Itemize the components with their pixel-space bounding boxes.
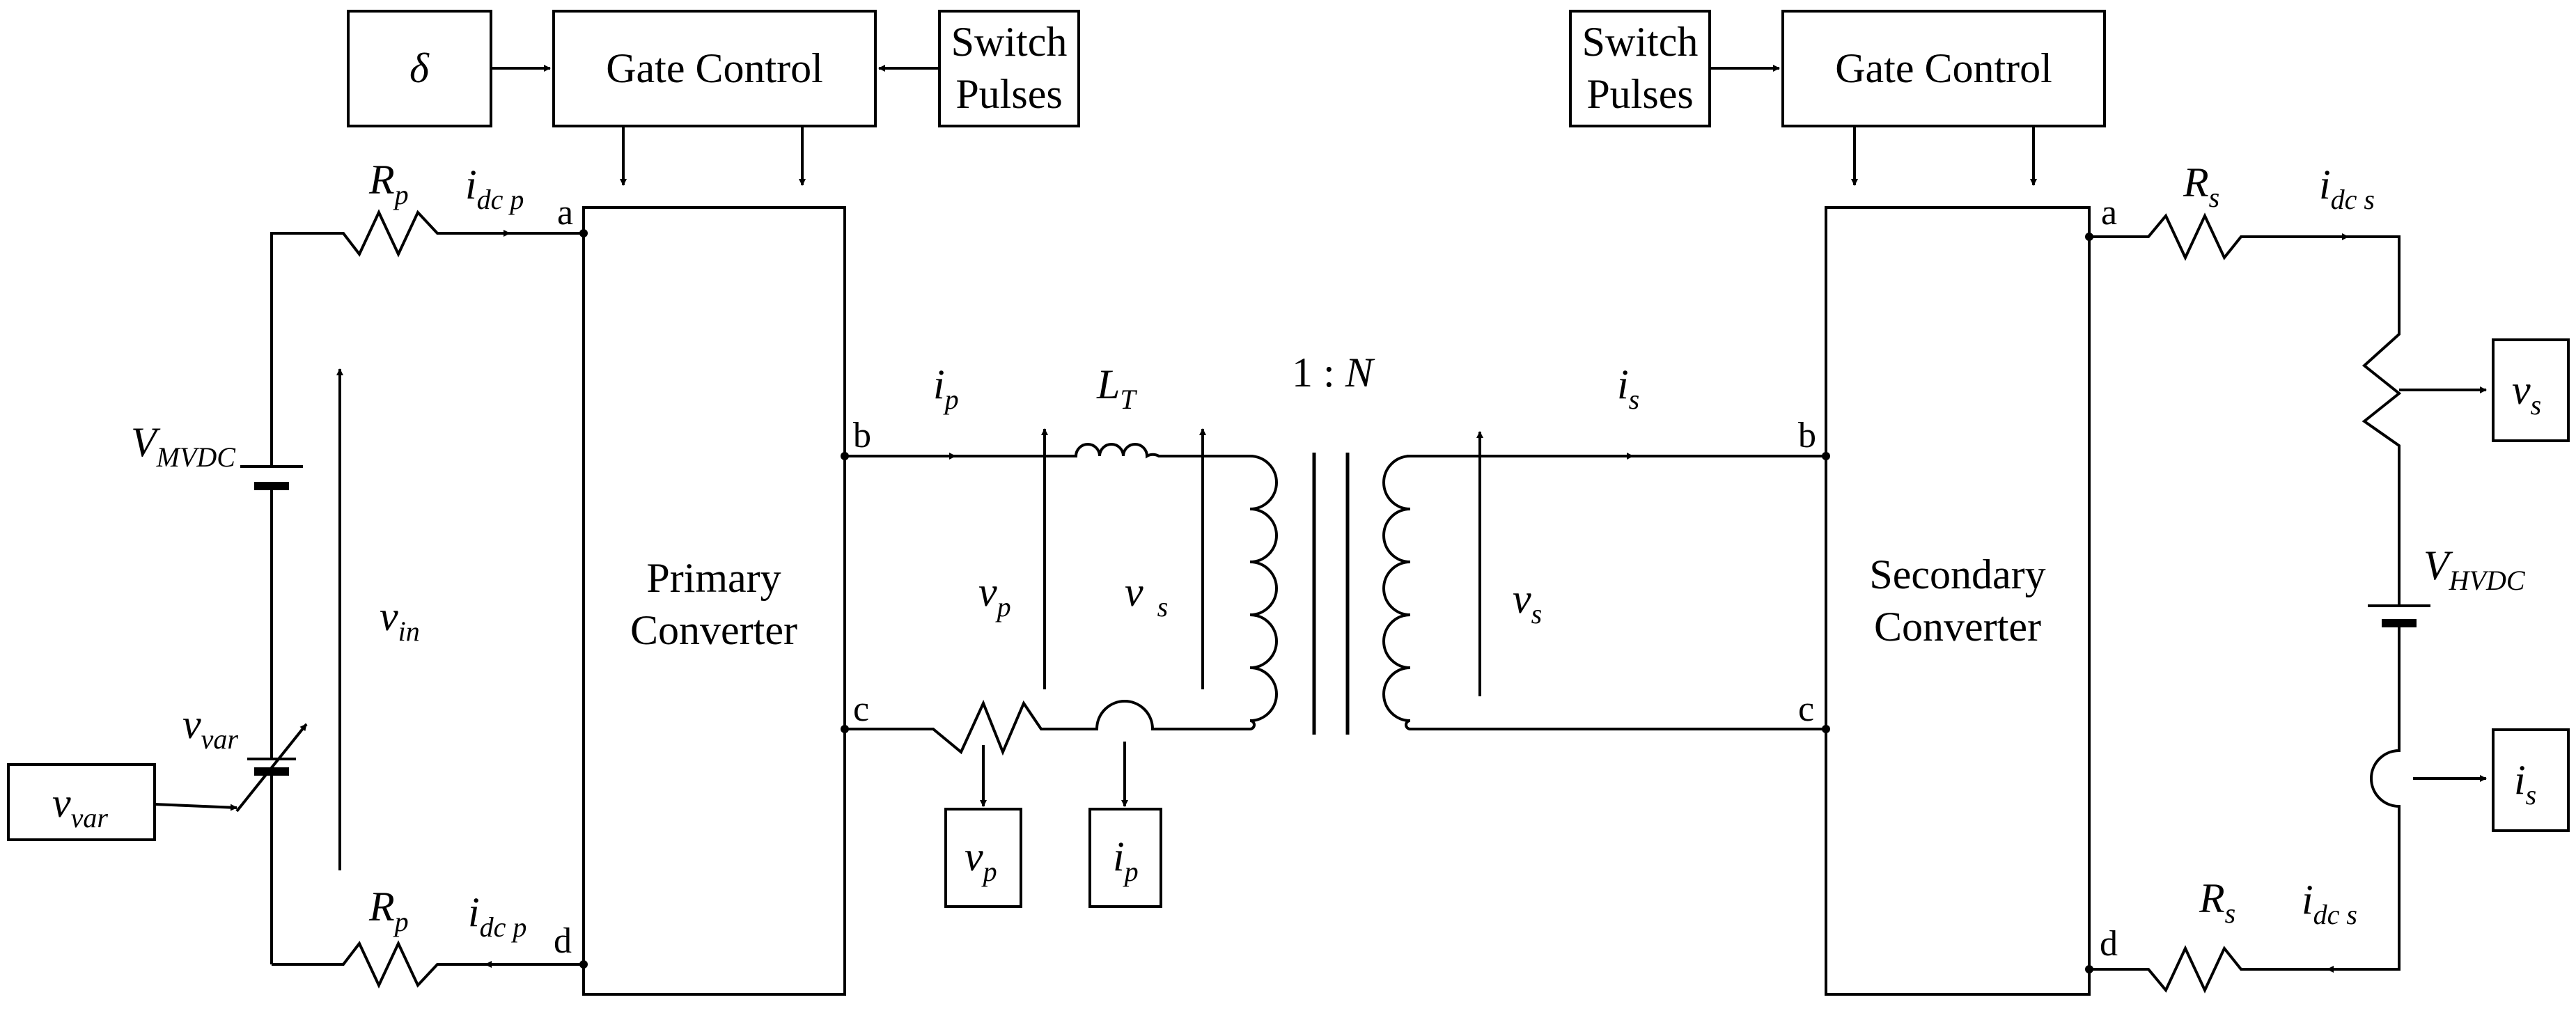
rs-top-label: Rs: [2183, 159, 2219, 213]
switch-pulses-right-line1: Switch: [1582, 19, 1699, 65]
node-secondary-c-dot: [1822, 725, 1830, 733]
vvar-input-block: [7, 763, 156, 841]
vp-label: vp: [978, 569, 1011, 622]
delta-label: δ: [409, 45, 430, 91]
rs-bot-label: Rs: [2199, 875, 2235, 929]
gate-control-right-block: [1781, 10, 2106, 127]
node-primary-a: a: [557, 193, 573, 233]
vhvdc-label: VHVDC: [2423, 542, 2526, 596]
dc-bottom-wire: [272, 940, 584, 989]
switch-pulses-right-block: [1569, 10, 1711, 127]
ip-measure-block: [1088, 808, 1162, 908]
is-label: is: [1617, 361, 1639, 415]
transformer-secondary-winding: [1382, 455, 1826, 730]
node-primary-d: d: [554, 921, 572, 961]
is-measure-block: [2492, 728, 2570, 832]
rp-top-label: Rp: [368, 157, 409, 210]
gate-control-left-block: [552, 10, 877, 127]
switch-pulses-right-line2: Pulses: [1586, 71, 1693, 117]
rp-bot-label: Rp: [368, 884, 409, 937]
vvar-input-label: vvar: [52, 780, 108, 833]
delta-block: [347, 10, 492, 127]
secondary-converter-block: [1825, 206, 2091, 996]
vp-measure-label: vp: [965, 833, 997, 887]
primary-converter-block: [582, 206, 846, 996]
dc-top-wire: [270, 209, 584, 467]
idcp-top-label: idc p: [465, 162, 524, 215]
vmvdc-label: VMVDC: [131, 419, 236, 473]
primary-converter-line2: Converter: [630, 607, 797, 653]
idcs-bot-label: idc s: [2302, 877, 2357, 930]
node-secondary-b: b: [1798, 416, 1816, 455]
is-measure-label: is: [2514, 757, 2536, 811]
gate-control-right-label: Gate Control: [1835, 45, 2052, 91]
secondary-converter-line1: Secondary: [1869, 551, 2045, 597]
node-primary-b: b: [853, 416, 871, 455]
sec-dc-top-wire: [2089, 212, 2402, 606]
ac-bottom-wire-primary: [845, 699, 1250, 756]
switch-pulses-left-line2: Pulses: [955, 71, 1062, 117]
vin-label: vin: [380, 593, 420, 647]
vvar-source-label: vvar: [182, 701, 238, 755]
node-secondary-d: d: [2100, 924, 2118, 964]
secondary-converter-line2: Converter: [1874, 604, 2041, 650]
vs-measure-label: vs: [2512, 367, 2541, 421]
primary-converter-line1: Primary: [646, 555, 781, 601]
idcs-top-label: idc s: [2319, 162, 2375, 215]
ip-measure-label: ip: [1113, 833, 1139, 887]
vs-sec-label: vs: [1513, 576, 1542, 629]
node-secondary-a: a: [2101, 193, 2117, 233]
node-secondary-c: c: [1798, 689, 1814, 729]
vs-measure-block: [2492, 338, 2570, 442]
ac-top-wire-primary: [845, 443, 1250, 459]
ip-label: ip: [933, 361, 959, 415]
transformer-primary-winding: [1249, 455, 1278, 730]
lt-label: LT: [1096, 361, 1137, 415]
sec-dc-bottom-wire: [2089, 623, 2401, 994]
vp-measure-block: [944, 808, 1022, 908]
vvar-variable-arrow: [235, 723, 308, 813]
node-secondary-b-dot: [1822, 452, 1830, 460]
ratio-label: 1 : N: [1292, 350, 1375, 396]
idcp-bot-label: idc p: [468, 889, 526, 943]
vvar-input-arrow: [154, 803, 237, 811]
node-primary-c: c: [853, 689, 869, 729]
switch-pulses-left-line1: Switch: [951, 19, 1068, 65]
gate-control-left-label: Gate Control: [606, 45, 823, 91]
switch-pulses-left-block: [938, 10, 1080, 127]
